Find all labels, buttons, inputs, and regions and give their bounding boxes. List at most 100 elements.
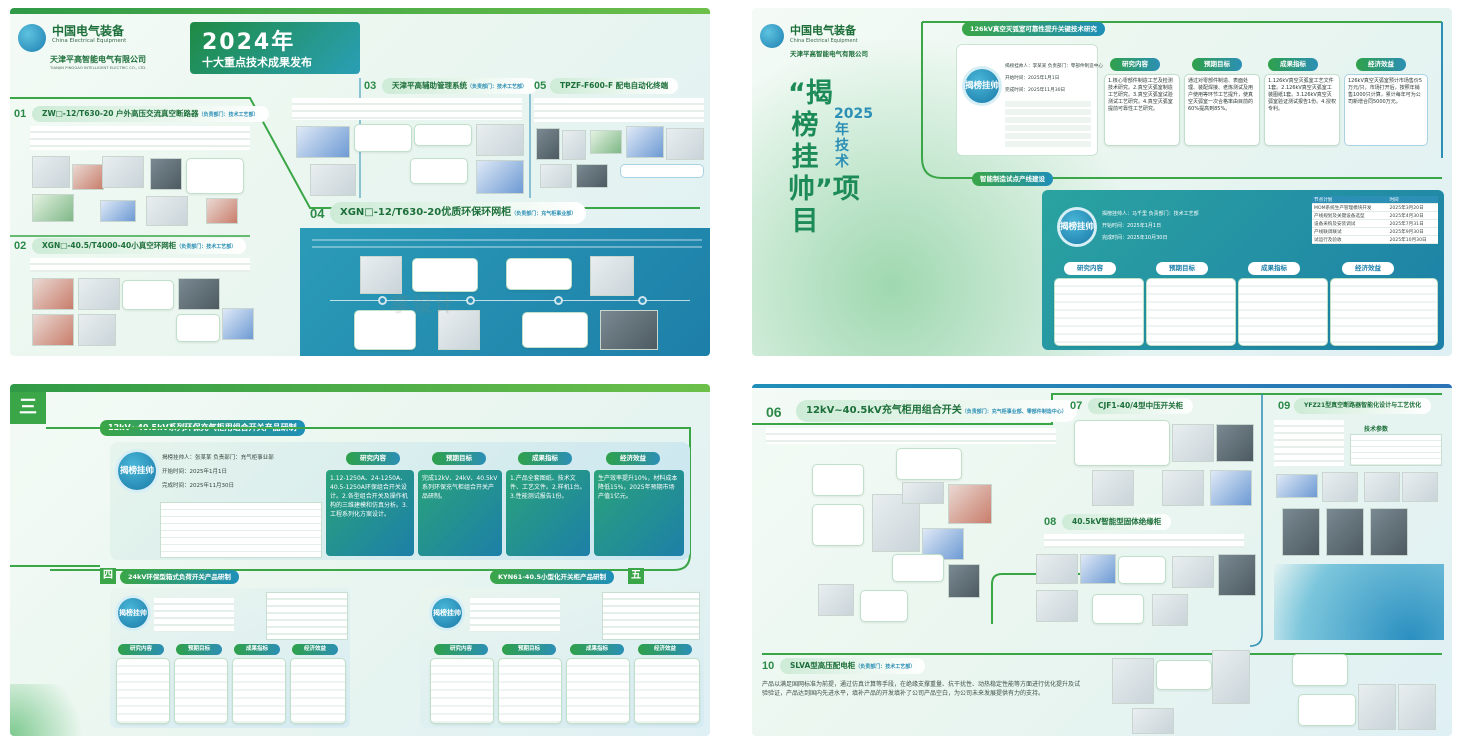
main-pill-research: 研究内容 [346,452,400,465]
section-04-image-4 [600,310,658,350]
sub5-pill-goal: 预期目标 [502,644,556,655]
section-02-image-1 [32,278,74,310]
section-01-note-card [186,158,244,194]
main-goal-content: 完成12kV、24kV、40.5kV系列环保充气柜组合开关产品研制。 [418,470,502,556]
project-2-benefit-content [1330,278,1438,346]
section-10-header: SLVA型高压配电柜（负责部门：技术工艺部） [780,658,926,674]
project-1-end: 完成时间：2025年11月30日 [1005,88,1066,93]
panel-gas-insulated-switch: 三 12kV~40.5kV系列环保充气柜用组合开关产品研制 揭榜挂帅 揭榜挂帅人… [10,384,710,736]
section-01-image-4 [150,158,182,190]
section-03-owner: （负责部门：技术工艺部） [467,84,528,90]
brand-name-en: China Electrical Equipment [52,38,127,44]
section-01-image-1 [32,156,70,188]
section-03-number: 03 [364,80,377,92]
section-03-note-2 [414,124,472,146]
table-row: 节点计划时间 [1312,196,1438,204]
section-06-image-6 [948,564,980,598]
section-08-number: 08 [1044,516,1057,528]
project-2-end: 完成时间：2025年10月30日 [1102,235,1168,241]
project-1-meta-card: 揭榜挂帅 揭榜挂帅人：李某某 负责部门：零部件制造中心 开始时间：2025年1月… [956,44,1103,156]
section-03-text [292,98,522,120]
section-07-number: 07 [1070,400,1083,412]
section-04-text [312,234,702,248]
sub5-pill-benefit: 经济效益 [638,644,692,655]
section-09-image-4 [1402,472,1438,502]
section-04-owner: （负责部门：充气柜事业部） [511,211,577,217]
project-1-result-content: 1.126kV真空灭弧室工艺文件1套。2.126kV真空灭弧室工装图纸1套。3.… [1264,74,1340,146]
section-01-image-3 [102,156,144,188]
project-2-pill-research: 研究内容 [1064,262,1116,275]
section-10-image-1 [1112,658,1154,704]
section-09-image-6 [1326,508,1364,556]
section-08-image-4 [1218,554,1256,596]
section-04-image-3 [438,310,480,350]
project-2-result-content [1238,278,1328,346]
project-2-pill-benefit: 经济效益 [1342,262,1394,275]
project-1-pill-goal: 预期目标 [1192,58,1242,71]
section-04-header: XGN□-12/T630-20优质环保环网柜（负责部门：充气柜事业部） [330,202,587,224]
sub5-benefit-content [634,658,700,724]
section-06-note-1 [812,464,864,496]
section-07-image-2 [1216,424,1254,462]
sub-project-4-schedule [266,592,348,640]
company-name: 天津平高智能电气有限公司 [50,55,146,64]
section-03-note-1 [354,124,412,152]
section-07-image-1 [1172,424,1214,462]
title-year: 2024年 [202,30,296,55]
project-2-start: 开始时间：2025年1月1日 [1102,223,1162,229]
section-08-image-3 [1172,556,1214,588]
top-accent-bar [10,8,710,14]
sub-project-5-number: 五 [628,568,644,584]
section-10-title: SLVA型高压配电柜 [790,661,856,670]
section-04-number: 04 [310,206,325,221]
section-10-image-2 [1212,650,1250,704]
sub-project-5-title: KYN61-40.5小型化开关柜产品研制 [490,570,614,584]
section-02-image-6 [222,308,254,340]
sub-project-4-meta [154,598,234,632]
section-06-note-2 [812,504,864,546]
sub4-pill-goal: 预期目标 [176,644,222,655]
main-project-end: 完成时间：2025年11月30日 [162,483,234,489]
section-06-number: 06 [766,404,782,420]
main-project-schedule [160,502,322,558]
section-10-owner: （负责部门：技术工艺部） [855,664,916,670]
sub5-research-content [430,658,494,724]
section-09-image-1 [1276,474,1318,498]
main-pill-goal: 预期目标 [432,452,486,465]
timeline-dot-1 [380,298,385,303]
section-06-image-5 [818,584,854,616]
project-1-benefit-content: 126kV真空灭弧室预计市场售价5万元/只，市场打开后，按照年销售1000只计算… [1344,74,1428,146]
section-09-title: YFZ21型真空断路器智能化设计与工艺优化 [1304,402,1422,409]
spec-table-title: 技术参数 [1364,426,1389,433]
sub5-pill-research: 研究内容 [434,644,488,655]
section-03-image-2 [476,124,524,156]
project-2-header: 智能制造试点产线建设 [972,172,1053,186]
project-1-schedule [1005,101,1091,149]
section-08-note-2 [1092,594,1144,624]
section-07-title: CJF1-40/4型中压开关柜 [1098,401,1184,410]
section-05-image-7 [576,164,608,188]
title-block: 2024年 十大重点技术成果发布 [190,22,360,74]
section-07-image-3 [1092,470,1134,506]
table-cell: 产线规划及关键设备选型 [1312,211,1388,220]
section-06-image-3 [948,484,992,524]
section-02-image-5 [78,314,116,346]
brand-logo-2: 中国电气装备 China Electrical Equipment 天津平高智能… [758,20,918,62]
company-name-2: 天津平高智能电气有限公司 [790,50,868,58]
table-cell: 试运行及验收 [1312,235,1388,244]
section-01-image-2 [72,164,104,190]
panel-2025-projects: 中国电气装备 China Electrical Equipment 天津平高智能… [752,8,1452,356]
section-05-image-1 [536,128,560,160]
timeline-dot-4 [640,298,645,303]
table-cell: 节点计划 [1312,196,1388,204]
sub4-benefit-content [290,658,346,724]
section-08-text [1044,534,1244,548]
main-pill-benefit: 经济效益 [606,452,660,465]
table-cell: 2025年10月30日 [1387,235,1438,244]
sub4-goal-content [174,658,228,724]
section-02-note-card-2 [176,314,220,342]
section-02-text [30,258,250,272]
section-04-image-2 [590,256,634,296]
